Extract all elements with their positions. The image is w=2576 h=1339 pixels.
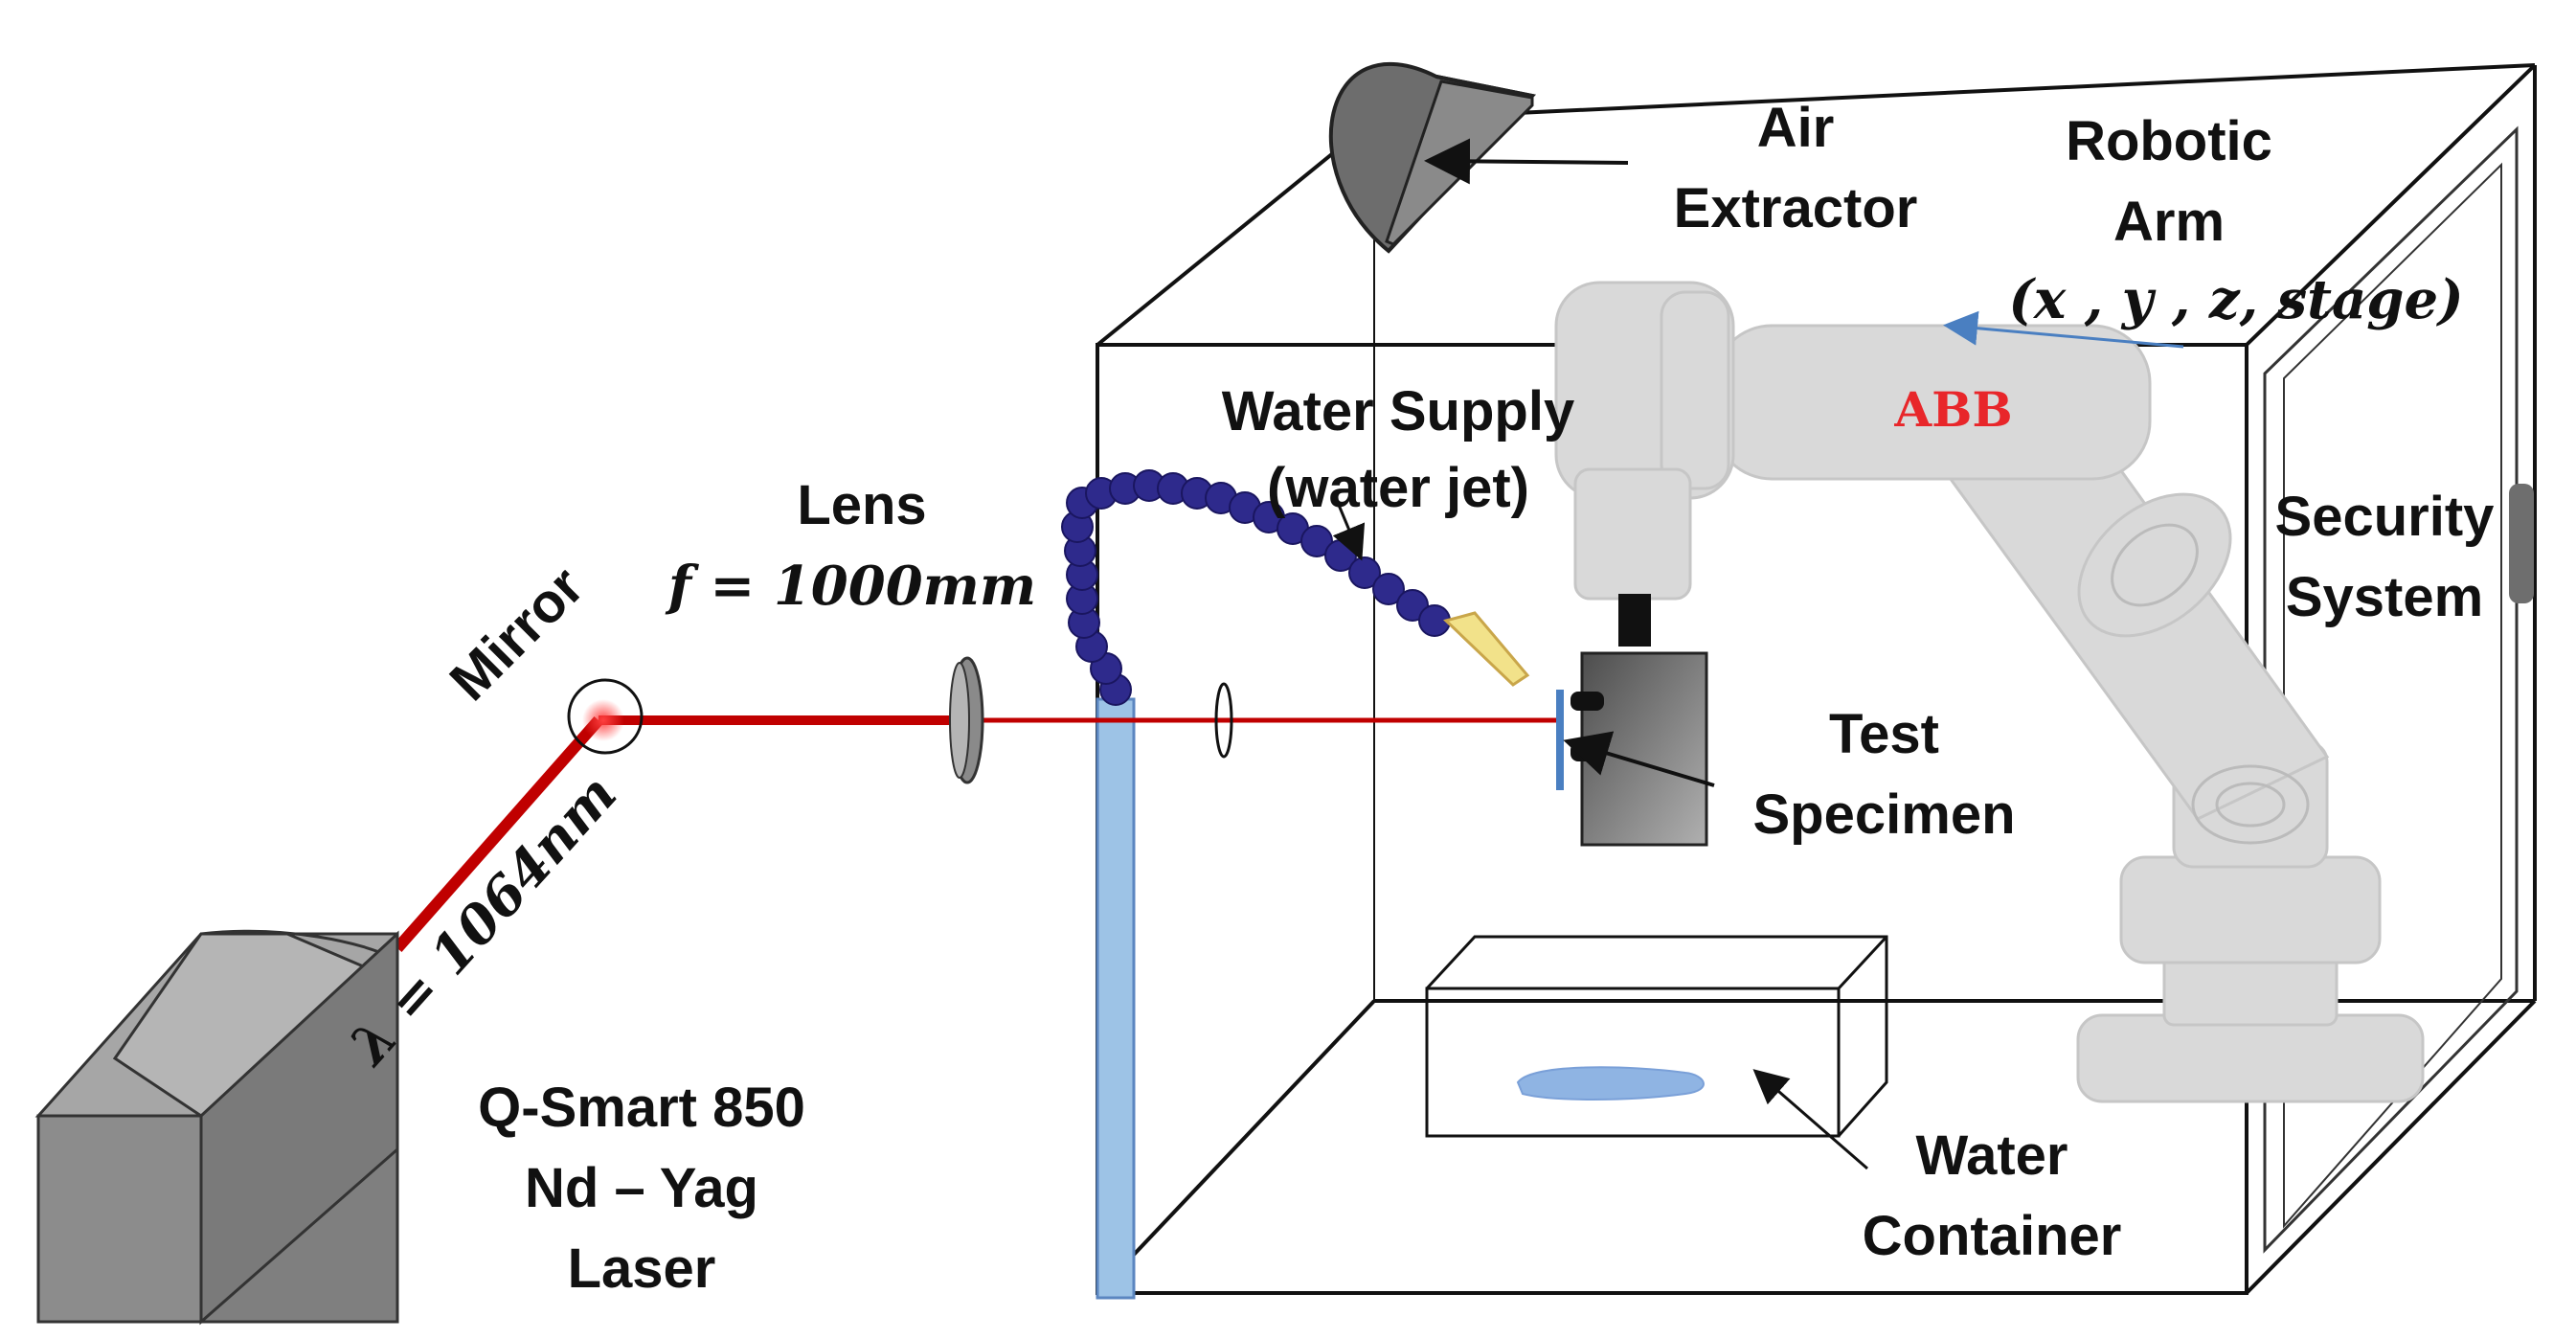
water-puddle: [1516, 1066, 1705, 1101]
lens: [949, 656, 984, 784]
label-laser: Q-Smart 850 Nd – Yag Laser: [478, 1077, 805, 1300]
security-system-sensor: [2509, 484, 2534, 603]
nd-yag-laser: [34, 929, 399, 1326]
label-air-extractor: Air Extractor: [1673, 97, 1918, 239]
label-test-specimen: Test Specimen: [1752, 703, 2016, 846]
label-lens: Lens: [797, 474, 927, 536]
mirror: [567, 678, 644, 755]
water-container-arrow: [1752, 1069, 1868, 1170]
label-water-supply: Water Supply (water jet): [1221, 380, 1575, 519]
water-supply-arrow: [1332, 497, 1366, 561]
air-extractor-arrow: [1424, 138, 1629, 185]
test-specimen: [1556, 651, 1708, 847]
robotic-arm: [1554, 281, 2425, 1103]
air-extractor: [1328, 61, 1536, 254]
water-supply-pipe: [1096, 697, 1136, 1300]
label-robotic-arm-axes: (x , y , z, stage): [2008, 268, 2464, 331]
label-security-system: Security System: [2274, 486, 2495, 628]
laser-beam: [393, 715, 1556, 952]
label-water-container: Water Container: [1862, 1124, 2122, 1267]
focus-lens-small: [1214, 682, 1233, 759]
mirror-glow: [582, 699, 624, 741]
water-jet-hose: [1061, 469, 1451, 706]
abb-logo: ABB: [1893, 381, 2012, 438]
water-container: [1425, 935, 1888, 1138]
water-jet-nozzle: [1443, 611, 1530, 687]
robotic-arm-arrow: [1943, 310, 2184, 349]
robot-flange: [1618, 594, 1651, 647]
label-robotic-arm: Robotic Arm: [2066, 110, 2272, 253]
label-lens-focal: f = 1000mm: [667, 555, 1037, 618]
test-specimen-arrow: [1563, 731, 1715, 787]
